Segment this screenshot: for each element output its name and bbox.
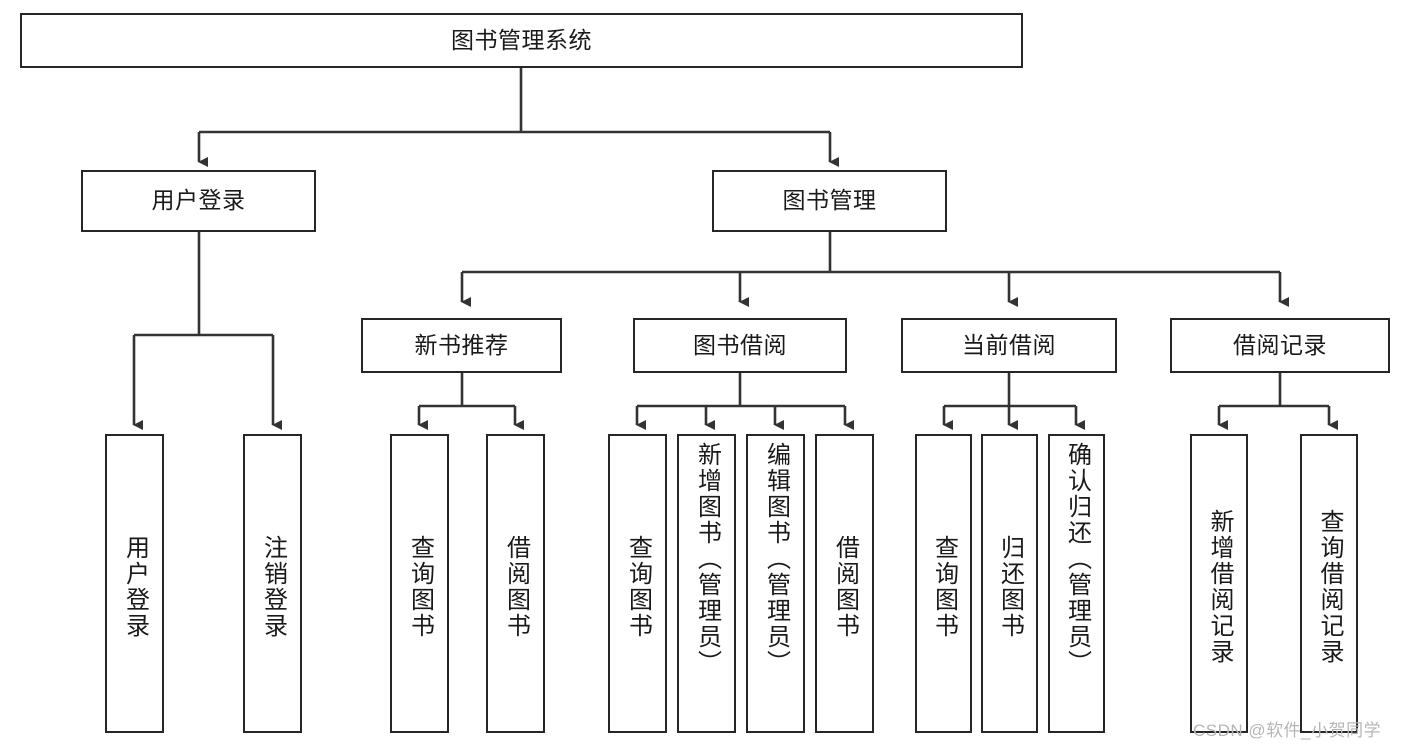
node-label: 新增图书（管理员） [693, 442, 721, 676]
node-leaf-query-book-2[interactable]: 查询图书 [608, 434, 667, 733]
node-label: 新书推荐 [414, 331, 509, 358]
node-user-login[interactable]: 用户登录 [81, 170, 316, 232]
node-leaf-borrow-book-1[interactable]: 借阅图书 [486, 434, 545, 733]
node-label: 图书管理系统 [451, 26, 592, 53]
node-new-book-recommend[interactable]: 新书推荐 [361, 318, 562, 373]
node-leaf-confirm-return-admin[interactable]: 确认归还（管理员） [1048, 434, 1105, 733]
node-label: 确认归还（管理员） [1063, 442, 1091, 676]
node-leaf-user-login[interactable]: 用户登录 [105, 434, 164, 733]
node-label: 归还图书 [996, 534, 1024, 639]
node-leaf-logout-login[interactable]: 注销登录 [243, 434, 302, 733]
node-label: 借阅图书 [502, 534, 530, 639]
node-leaf-query-book-1[interactable]: 查询图书 [390, 434, 449, 733]
node-label: 查询借阅记录 [1316, 508, 1343, 665]
node-leaf-borrow-book-2[interactable]: 借阅图书 [815, 434, 874, 733]
node-label: 查询图书 [930, 534, 958, 639]
node-label: 图书借阅 [693, 331, 787, 358]
node-label: 新增借阅记录 [1206, 508, 1233, 665]
node-book-borrow[interactable]: 图书借阅 [633, 318, 847, 373]
node-label: 用户登录 [121, 534, 149, 639]
node-borrow-record[interactable]: 借阅记录 [1170, 318, 1390, 373]
node-label: 图书管理 [782, 187, 877, 214]
node-label: 编辑图书（管理员） [762, 442, 790, 676]
node-label: 用户登录 [151, 187, 246, 214]
node-leaf-query-book-3[interactable]: 查询图书 [915, 434, 972, 733]
node-leaf-return-book[interactable]: 归还图书 [981, 434, 1038, 733]
node-leaf-edit-book-admin[interactable]: 编辑图书（管理员） [746, 434, 805, 733]
node-leaf-query-borrow-record[interactable]: 查询借阅记录 [1300, 434, 1358, 733]
node-label: 查询图书 [624, 534, 652, 639]
node-label: 当前借阅 [962, 331, 1056, 358]
node-label: 查询图书 [406, 534, 434, 639]
node-book-management-system[interactable]: 图书管理系统 [20, 13, 1023, 68]
node-leaf-add-borrow-record[interactable]: 新增借阅记录 [1190, 434, 1248, 733]
node-book-management[interactable]: 图书管理 [712, 170, 947, 232]
node-current-borrow[interactable]: 当前借阅 [901, 318, 1117, 373]
node-leaf-add-book-admin[interactable]: 新增图书（管理员） [677, 434, 736, 733]
csdn-watermark: CSDN @软件_小贺同学 [1193, 721, 1382, 740]
node-label: 借阅图书 [831, 534, 859, 639]
node-label: 借阅记录 [1233, 331, 1327, 358]
node-label: 注销登录 [259, 534, 287, 639]
